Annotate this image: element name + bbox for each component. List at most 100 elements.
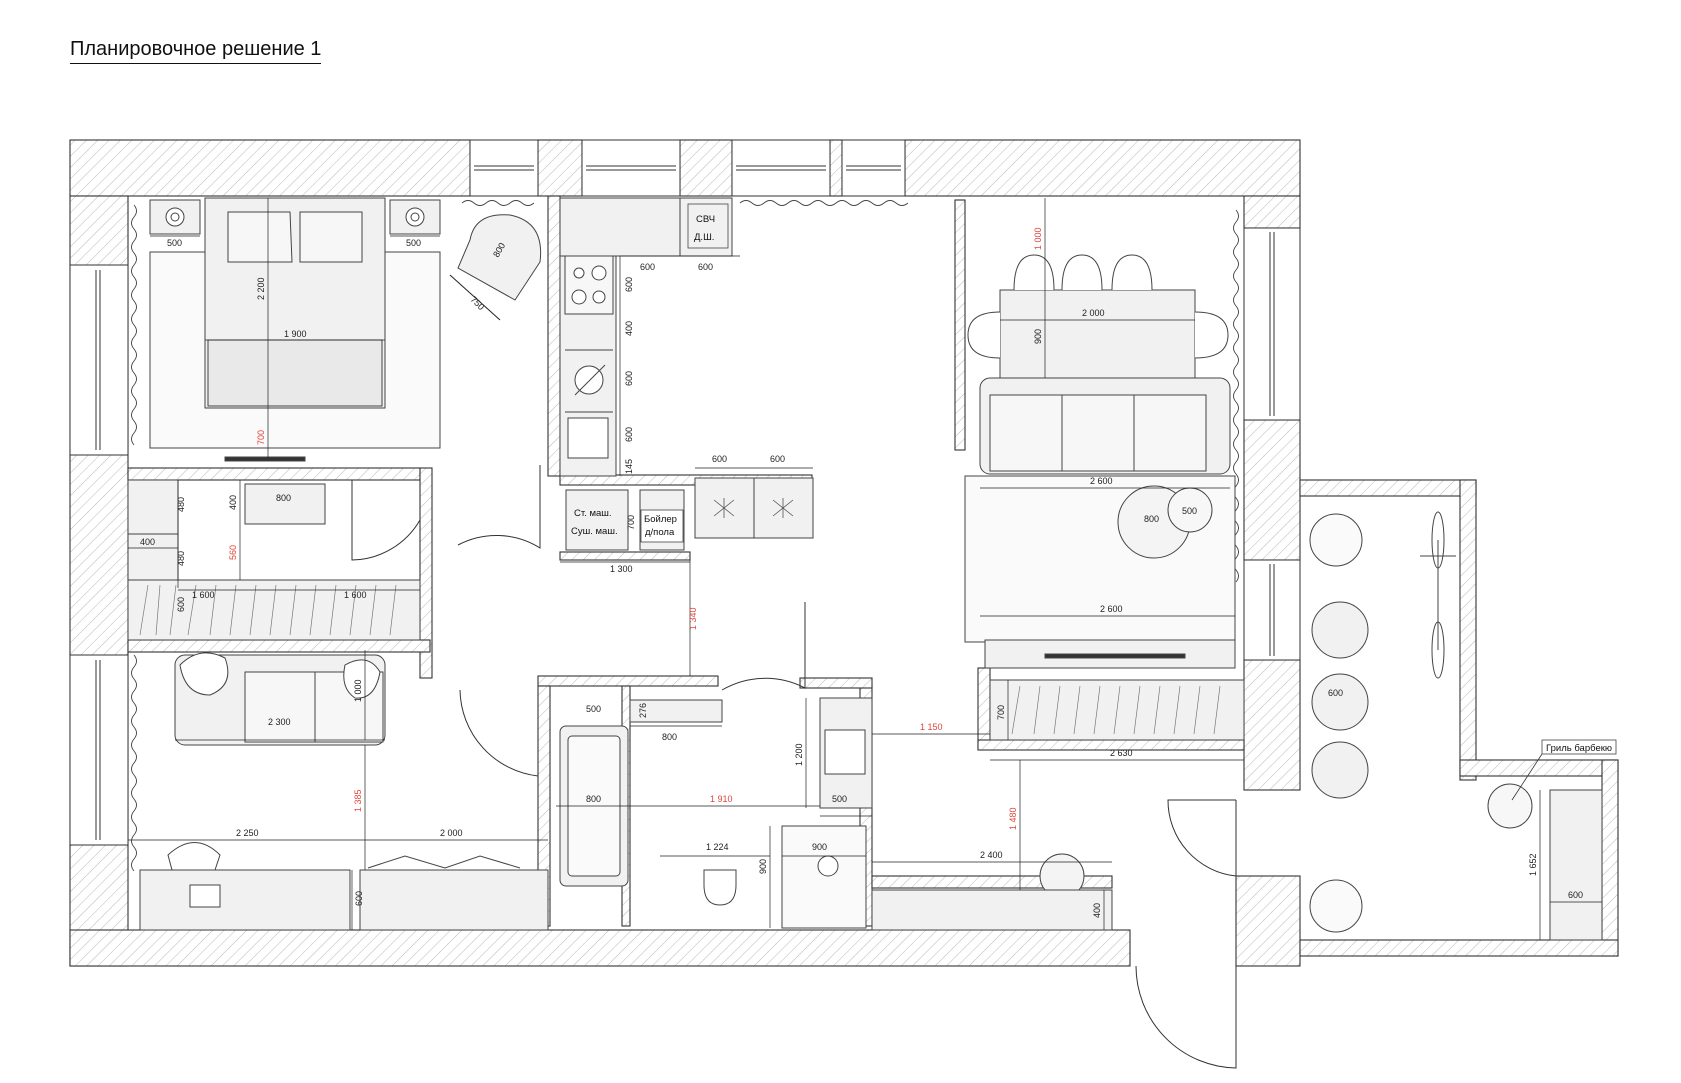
window-top-1	[469, 139, 539, 197]
wall-office-top	[127, 639, 431, 653]
dim-desk-depth: 600	[354, 891, 364, 906]
dim-wardrobe-a: 480	[176, 497, 186, 512]
label-washer: Ст. маш.	[574, 508, 612, 519]
chair-dining-2	[1061, 254, 1103, 291]
dim-cabinet-len: 2 000	[440, 828, 463, 838]
dim-coffee-big: 800	[1144, 514, 1159, 524]
dim-office-gap: 1 385	[353, 789, 363, 812]
wall-living-partition	[954, 199, 966, 451]
dim-pouf: 600	[1328, 688, 1343, 698]
wall-bath-top	[537, 675, 719, 687]
curtain-living-top	[739, 200, 909, 206]
toilet-icon	[703, 869, 737, 906]
dim-sink-len: 1 200	[794, 743, 804, 766]
tv-icon	[1044, 653, 1186, 659]
dim-hall-gap: 1 340	[688, 607, 698, 630]
dim-laundry-len: 1 300	[610, 564, 633, 574]
armchair-icon	[457, 214, 542, 301]
window-top-4	[841, 139, 906, 197]
window-top-3	[731, 139, 831, 197]
sink-icon	[567, 417, 609, 459]
label-boiler-1: Бойлер	[644, 514, 677, 525]
dim-rug-len: 2 600	[1100, 604, 1123, 614]
door-bathroom	[721, 602, 806, 691]
wall-laundry-bottom	[559, 551, 691, 561]
dim-armchair-b: 750	[469, 294, 487, 312]
wall-bottom	[69, 929, 1131, 967]
label-dryer: Суш. маш.	[571, 526, 618, 537]
label-boiler-2: д/пола	[645, 527, 675, 538]
dim-bed-length: 2 200	[256, 277, 266, 300]
wall-balcony-right-upper	[1459, 479, 1477, 781]
wall-bedroom-bottom	[127, 467, 421, 481]
pouf-balcony-1	[1311, 601, 1369, 659]
window-top-2	[581, 139, 681, 197]
curtain-bedroom-top	[461, 200, 535, 206]
dim-coffee-small: 500	[1182, 506, 1197, 516]
windows	[69, 139, 1301, 846]
room-labels: СВЧ Д.Ш. Ст. маш. Суш. маш. Бойлер д/пол…	[571, 203, 1617, 801]
wall-top-kitchen	[537, 139, 583, 197]
dim-closet-right: 1 600	[344, 590, 367, 600]
kitchen	[559, 197, 814, 551]
laundry-unit	[565, 489, 629, 551]
curtain-office-left	[131, 654, 137, 872]
dining-table	[999, 289, 1196, 379]
dim-storage-len: 2 630	[1110, 748, 1133, 758]
bath-shelf	[629, 699, 723, 723]
door-office	[459, 688, 539, 777]
wall-top-right	[904, 139, 1301, 197]
wall-right-mid	[1243, 419, 1301, 561]
dim-closet-depth: 600	[176, 597, 186, 612]
wall-balcony-top	[1299, 479, 1477, 497]
stove-icon	[564, 255, 614, 315]
dim-wardrobe-shelf: 400	[228, 495, 238, 510]
desk-office	[139, 869, 351, 931]
dim-sink-depth: 500	[832, 794, 847, 804]
wall-wc-top	[799, 677, 873, 689]
dim-bath-800a: 800	[662, 732, 677, 742]
storage-unit	[989, 679, 1245, 741]
laptop-icon	[189, 884, 221, 908]
dim-bath-500: 500	[586, 704, 601, 714]
dim-entry-depth: 400	[1092, 903, 1102, 918]
dim-bath-276: 276	[638, 703, 648, 718]
door-closet	[351, 480, 421, 561]
dim-wardrobe-b: 480	[176, 551, 186, 566]
label-microwave: СВЧ	[696, 214, 715, 225]
dim-nightstand-right: 500	[406, 238, 421, 248]
chair-dining-3	[1111, 254, 1153, 291]
window-right-2	[1243, 559, 1301, 661]
dim-kitchen-600-c: 600	[624, 277, 634, 292]
label-dishwasher: Д.Ш.	[694, 232, 714, 243]
dim-bath-gap: 1 910	[710, 794, 733, 804]
dim-kitchen-600-d: 600	[624, 371, 634, 386]
bedroom	[149, 197, 542, 462]
dim-kitchen-600-a: 600	[640, 262, 655, 272]
living	[871, 254, 1245, 931]
pillow-left	[227, 211, 293, 263]
dim-kitchen-600-e: 600	[624, 427, 634, 442]
dim-table-depth: 900	[1033, 329, 1043, 344]
pillow-right	[299, 211, 363, 263]
wall-storage-left	[977, 667, 991, 749]
dim-sofa-len: 2 300	[268, 717, 291, 727]
dim-kitchen-400: 400	[624, 321, 634, 336]
dim-storage-depth: 700	[996, 705, 1006, 720]
plant-icon	[1309, 513, 1363, 567]
dim-sofa-depth: 1 000	[353, 679, 363, 702]
dim-hall-gap2: 1 480	[1008, 807, 1018, 830]
dim-shower-900b: 900	[758, 859, 768, 874]
label-bbq: Гриль барбекю	[1546, 743, 1612, 754]
door-entrance	[1135, 965, 1237, 1069]
bbq-grill-icon	[1487, 783, 1533, 829]
closet	[127, 479, 421, 641]
dim-wardrobe-gap: 560	[228, 545, 238, 560]
sink-bath	[824, 729, 866, 775]
door-balcony	[1167, 799, 1237, 877]
wall-closet-right	[419, 467, 433, 679]
balcony-cabinet	[1549, 789, 1603, 941]
plant-icon-2	[1309, 879, 1363, 933]
dim-desk-width: 800	[276, 493, 291, 503]
